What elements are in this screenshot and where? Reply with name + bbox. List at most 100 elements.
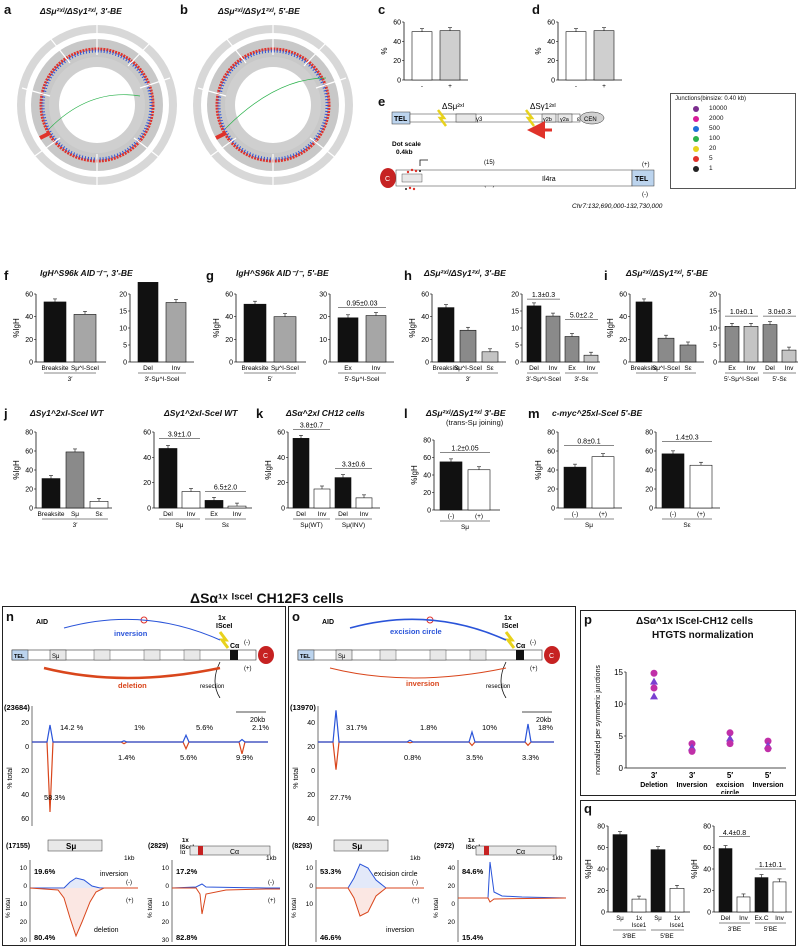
zoom-top-pct: 84.6% [462,867,484,876]
chart-h-right-tick-label: 15 [511,309,519,316]
switch-region-box [429,649,447,661]
isce-site-marker [484,846,489,855]
plus-label: (+) [244,666,252,672]
centromere-icon [544,646,560,664]
chart-d-tick-label: 20 [547,58,555,65]
inversion-label: inversion [114,629,148,638]
e-dsmu-label: ΔSμ²ˣᴵ [442,102,464,111]
minus-label: (-) [530,640,536,646]
zoom-tick-label: 0 [165,883,169,890]
chart-p-point [688,747,696,755]
chart-j-right-cat-label: Ex [210,511,218,518]
chart-c-cat-label: - [421,83,423,90]
chart-p-point [726,729,734,737]
arc-bottom [329,667,507,679]
chart-k-annot-label: 3.3±0.6 [342,462,365,469]
chart-c-tick-label: 40 [393,39,401,46]
peak-pct-top: 10% [482,723,497,732]
chart-k-sub-label: Sμ(INV) [342,522,365,529]
chart-g-left-bar [273,316,297,363]
chart-j-right-bar [227,505,247,509]
zoom-isce-label: 1x [468,838,475,844]
chart-l-cat-label: (-) [448,513,455,520]
zoom-tick-label: 20 [448,883,456,890]
chart-q-right-ylabel: %IgH [690,859,699,879]
chart-h-right-tick-label: 10 [511,326,519,333]
zoom-top-pct: 19.6% [34,867,56,876]
legend-value: 5 [709,155,713,162]
chart-p-cat-label: 3′ [689,771,695,780]
chart-p-tick-label: 15 [614,668,623,677]
chart-q-left-tick-label: 80 [597,824,605,831]
smu-box [335,649,353,661]
minus-label: (-) [244,640,250,646]
chart-q-left-tick-label: 20 [597,888,605,895]
inversion-label: inversion [406,679,440,688]
chart-p-point [726,734,734,742]
chart-m-right-bar [689,464,713,509]
chart-c-tick-label: 60 [393,20,401,27]
peak-pct-bot: 27.7% [330,793,352,802]
chart-j-right-bar [204,500,224,509]
chart-k-tick-label: 60 [277,430,285,437]
zoom-region-box [189,845,271,856]
zoom-plus-trace [30,877,138,889]
zoom-scale-label: 1kb [410,855,421,862]
panel-p-title2: HTGTS normalization [652,630,754,641]
chart-l-ylabel: %IgH [410,465,419,485]
chart-h-left-tick-label: 40 [421,314,429,321]
chart-k-bar [355,497,373,509]
chart-i-right-tick-label: 15 [709,309,717,316]
panel-q-box [580,800,796,946]
zoom-top-pct: 17.2% [176,867,198,876]
chart-j-left-tick-label: 80 [25,430,33,437]
chart-g-left-tick-label: 60 [225,292,233,299]
chart-h-right-bar [545,315,561,363]
chart-j-right-tick-label: 40 [143,455,151,462]
chart-f-left-tick-label: 0 [29,360,33,367]
chart-g-left-sub-label: 5′ [268,376,274,382]
plus-strand-trace [32,724,268,743]
tel-box [297,649,315,661]
panel-label-h: h [404,268,412,283]
chart-l-sub-label: Sμ [461,524,469,531]
ca-exon [516,650,524,660]
chart-h-right-cat-label: Del [529,365,539,372]
chart-q-left-cat-label: Sμ [616,916,624,922]
panel-label-a: a [4,2,12,17]
peak-pct-bot: 5.6% [180,753,197,762]
zoom-count: (8293) [292,843,312,850]
chart-q-right-tick-label: 0 [707,910,711,917]
chart-k-tick-label: 40 [277,455,285,462]
chart-i-right-tick-label: 10 [709,326,717,333]
lightning-icon [218,631,230,649]
e-gene-il4ra: Il4ra [542,176,556,183]
peak-pct-bot: 3.5% [466,753,483,762]
chart-h-left-tick-label: 0 [425,360,429,367]
legend-item: 5 [675,155,791,162]
chart-p-cat-label: 3′ [651,771,657,780]
chart-l-tick-label: 60 [423,455,431,462]
zoom-region-label: Sμ [352,842,362,851]
chart-j-right-cat-label: Del [163,511,173,518]
legend-item: 100 [675,135,791,142]
chart-m-left-ylabel: %IgH [534,460,543,480]
zoom-tick-label: 40 [448,865,456,872]
c-label: C [263,653,268,660]
chart-f-left-tick-label: 20 [25,337,33,344]
panel-l-subtitle: (trans-Sμ joining) [446,418,504,427]
chart-k-cat-label: Inv [360,511,369,518]
chart-f-left-ylabel: %IgH [12,318,21,338]
chart-h-left-cat-label: Breaksite [432,365,459,372]
chart-i-right-tick-label: 0 [713,360,717,367]
chart-f-right-tick-label: 15 [119,309,127,316]
chart-f-left-cat-label: Breaksite [41,365,68,372]
